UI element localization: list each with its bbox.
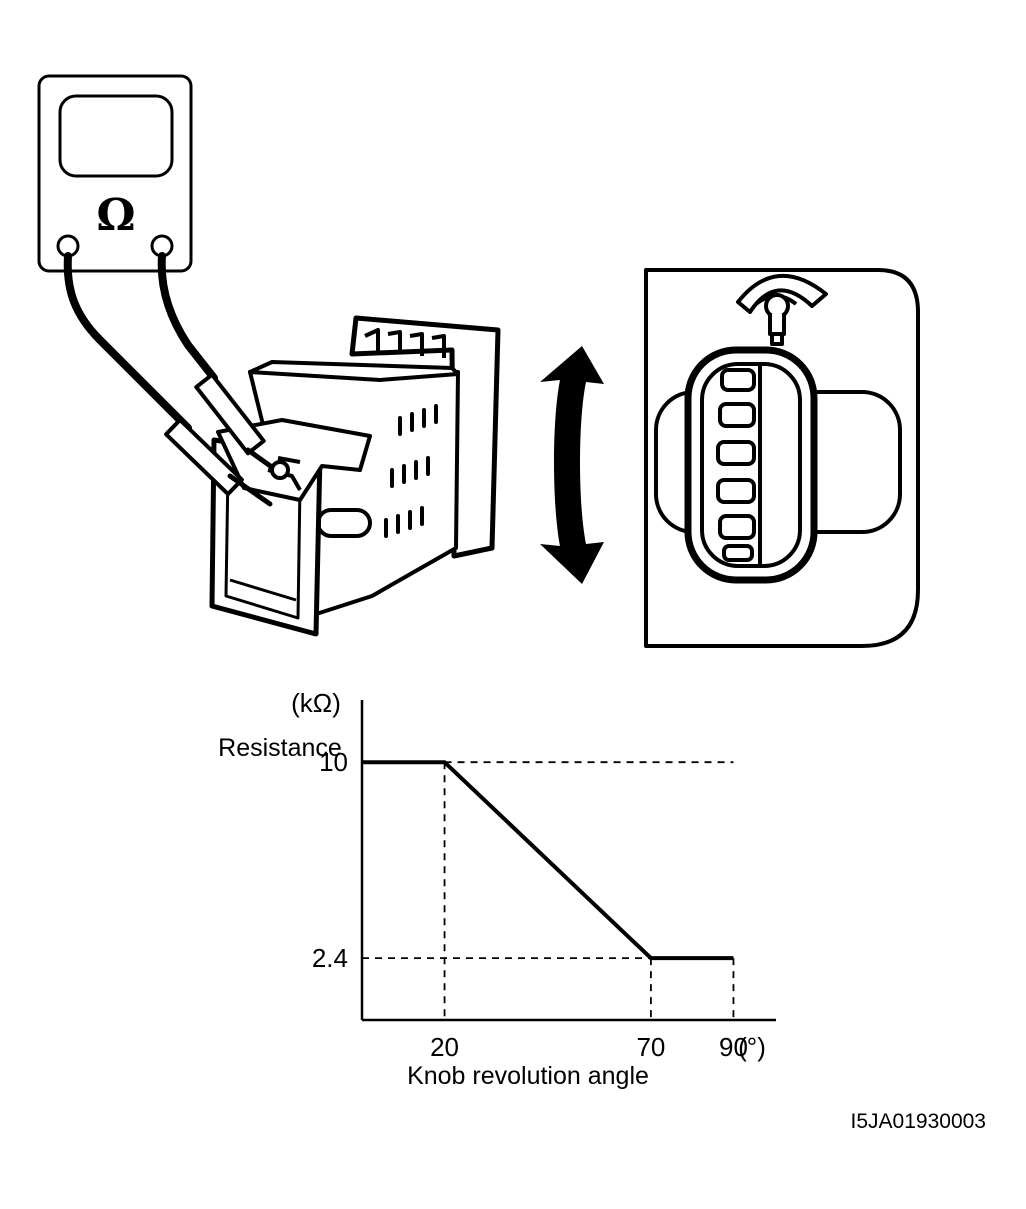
switch-connector: [212, 318, 498, 634]
x-tick-label-70: 70: [636, 1032, 665, 1062]
ohmmeter-display: [60, 96, 172, 176]
x-axis-label: Knob revolution angle: [407, 1062, 649, 1090]
y-tick-labels: 102.4: [312, 747, 348, 973]
side-clip: [318, 510, 370, 536]
ohmmeter: Ω: [39, 76, 191, 271]
figure-code: I5JA01930003: [851, 1110, 986, 1133]
knob-panel: [646, 270, 918, 646]
lead-left: [68, 256, 188, 428]
reference-lines: [362, 762, 733, 1020]
x-axis-unit: (°): [738, 1032, 766, 1062]
ohm-symbol-icon: Ω: [96, 190, 135, 241]
x-tick-label-20: 20: [430, 1032, 459, 1062]
test-leads: [68, 256, 214, 428]
y-axis-unit: (kΩ): [291, 688, 341, 718]
lead-right: [162, 256, 214, 378]
rotation-double-arrow-icon: [540, 346, 604, 584]
series-line-resistance: [362, 762, 733, 958]
y-tick-label-2.4: 2.4: [312, 943, 348, 973]
probe-contact: [272, 462, 288, 478]
y-axis-label: Resistance: [218, 734, 342, 762]
